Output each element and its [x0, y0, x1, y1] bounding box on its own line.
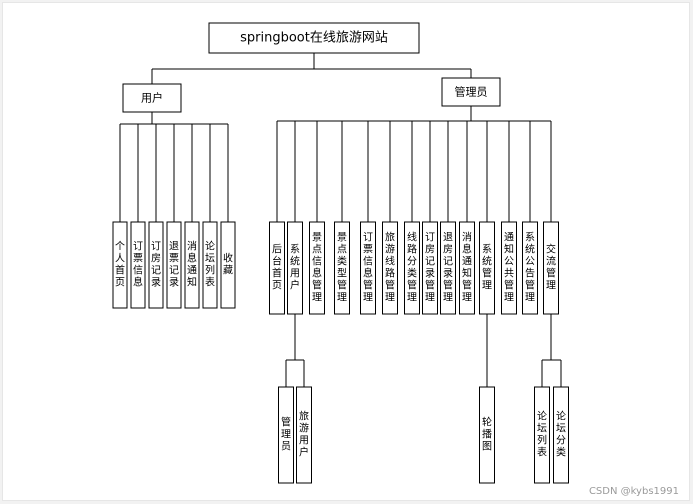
admin-item: 系统管理 — [479, 221, 495, 315]
admin-node-label: 管理员 — [455, 85, 488, 99]
admin-item-label: 退房记录管理 — [443, 232, 453, 304]
admin-item: 景点类型管理 — [334, 221, 350, 315]
user-node: 用户 — [122, 83, 182, 113]
admin-item: 线路分类管理 — [404, 221, 420, 315]
user-item: 订票信息 — [130, 221, 146, 309]
admin-item-label: 景点类型管理 — [337, 232, 347, 304]
user-item: 退票记录 — [166, 221, 182, 309]
exchange-manage-sub-item: 论坛列表 — [534, 386, 550, 484]
user-item-label: 订票信息 — [133, 241, 143, 289]
admin-item: 交流管理 — [543, 221, 559, 315]
admin-item-label: 系统管理 — [482, 244, 492, 292]
user-node-label: 用户 — [141, 91, 163, 105]
user-item-label: 论坛列表 — [205, 240, 215, 289]
root-node: springboot在线旅游网站 — [208, 22, 420, 54]
admin-item: 系统用户 — [287, 221, 303, 315]
user-item: 订房记录 — [148, 221, 164, 309]
system-user-sub-item-label: 旅游用户 — [299, 410, 309, 459]
user-item-label: 订房记录 — [151, 241, 161, 289]
admin-node: 管理员 — [441, 77, 501, 107]
system-manage-sub-item-label: 轮播图 — [482, 416, 492, 453]
admin-item-label: 通知公共管理 — [504, 232, 514, 304]
admin-item: 通知公共管理 — [501, 221, 517, 315]
admin-item: 订房记录管理 — [422, 221, 438, 315]
admin-item-label: 后台首页 — [272, 244, 282, 292]
user-item: 消息通知 — [184, 221, 200, 309]
system-user-sub-item-label: 管理员 — [281, 416, 291, 453]
admin-item: 后台首页 — [269, 221, 285, 315]
admin-item-label: 线路分类管理 — [407, 231, 417, 304]
exchange-manage-sub-item: 论坛分类 — [553, 386, 569, 484]
admin-item-label: 订房记录管理 — [425, 232, 435, 304]
admin-item: 景点信息管理 — [309, 221, 325, 315]
admin-item: 订票信息管理 — [360, 221, 376, 315]
admin-item-label: 旅游线路管理 — [385, 231, 395, 304]
root-node-label: springboot在线旅游网站 — [240, 31, 388, 46]
user-item-label: 退票记录 — [169, 241, 179, 289]
user-item: 收藏 — [220, 221, 236, 309]
user-item-label: 个人首页 — [115, 241, 125, 289]
watermark: CSDN @kybs1991 — [588, 486, 679, 497]
admin-item-label: 交流管理 — [546, 243, 556, 292]
admin-item: 消息通知管理 — [459, 221, 475, 315]
exchange-manage-sub-item-label: 论坛分类 — [556, 410, 566, 459]
user-item-label: 收藏 — [223, 252, 233, 277]
admin-item-label: 系统公告管理 — [525, 232, 535, 304]
admin-item: 旅游线路管理 — [382, 221, 398, 315]
admin-item: 退房记录管理 — [440, 221, 456, 315]
exchange-manage-sub-item-label: 论坛列表 — [537, 410, 547, 459]
user-item: 论坛列表 — [202, 221, 218, 309]
admin-item-label: 订票信息管理 — [363, 232, 373, 304]
system-user-sub-item: 管理员 — [278, 386, 294, 484]
admin-item-label: 消息通知管理 — [462, 231, 472, 304]
user-item: 个人首页 — [112, 221, 128, 309]
admin-item: 系统公告管理 — [522, 221, 538, 315]
admin-item-label: 系统用户 — [290, 244, 300, 292]
user-item-label: 消息通知 — [187, 240, 197, 289]
admin-item-label: 景点信息管理 — [312, 232, 322, 304]
system-manage-sub-item: 轮播图 — [479, 386, 495, 484]
system-user-sub-item: 旅游用户 — [296, 386, 312, 484]
